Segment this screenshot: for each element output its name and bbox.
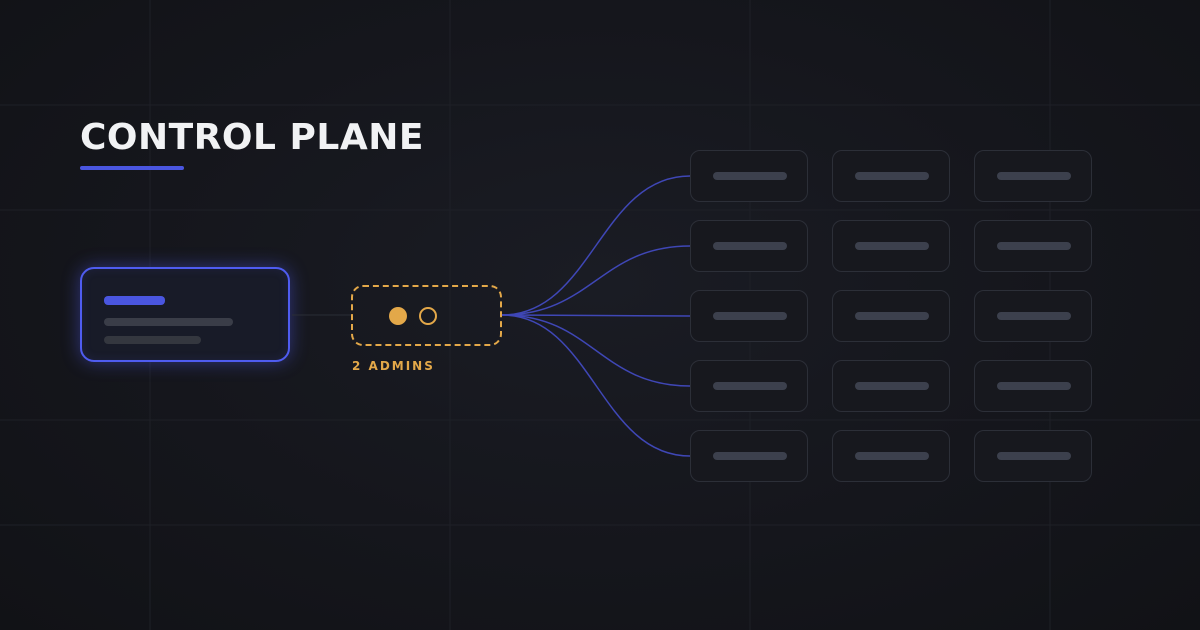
target-node [974, 290, 1092, 342]
node-placeholder-bar [997, 452, 1071, 460]
node-placeholder-bar [713, 172, 787, 180]
admin-group [351, 285, 502, 346]
node-placeholder-bar [855, 172, 929, 180]
node-placeholder-bar [855, 452, 929, 460]
target-node [832, 220, 950, 272]
admin-count-label: 2 ADMINS [352, 359, 435, 373]
node-placeholder-bar [997, 172, 1071, 180]
title-underline [80, 166, 184, 170]
target-node [690, 290, 808, 342]
card-placeholder-line [104, 336, 201, 344]
card-placeholder-line [104, 318, 233, 326]
control-plane-card [80, 267, 290, 362]
card-accent-bar [104, 296, 165, 305]
node-placeholder-bar [713, 242, 787, 250]
fan-out-connector [501, 314, 691, 457]
node-placeholder-bar [997, 382, 1071, 390]
target-node [832, 430, 950, 482]
target-node [690, 220, 808, 272]
target-node [690, 360, 808, 412]
target-node [974, 220, 1092, 272]
node-placeholder-bar [855, 382, 929, 390]
target-node [974, 430, 1092, 482]
node-placeholder-bar [997, 242, 1071, 250]
target-node [690, 430, 808, 482]
target-node [690, 150, 808, 202]
fan-out-connector [501, 175, 691, 316]
node-placeholder-bar [855, 312, 929, 320]
node-placeholder-bar [997, 312, 1071, 320]
fan-out-connector [501, 314, 691, 387]
fan-out-connector [501, 245, 691, 316]
node-placeholder-bar [855, 242, 929, 250]
node-placeholder-bar [713, 452, 787, 460]
admin-inactive-icon [419, 307, 437, 325]
target-node [832, 150, 950, 202]
target-node [974, 150, 1092, 202]
node-placeholder-bar [713, 382, 787, 390]
admin-active-icon [389, 307, 407, 325]
target-node [832, 360, 950, 412]
node-placeholder-bar [713, 312, 787, 320]
target-node [974, 360, 1092, 412]
target-node [832, 290, 950, 342]
fan-out-connector [501, 314, 691, 317]
page-title: CONTROL PLANE [80, 117, 424, 158]
